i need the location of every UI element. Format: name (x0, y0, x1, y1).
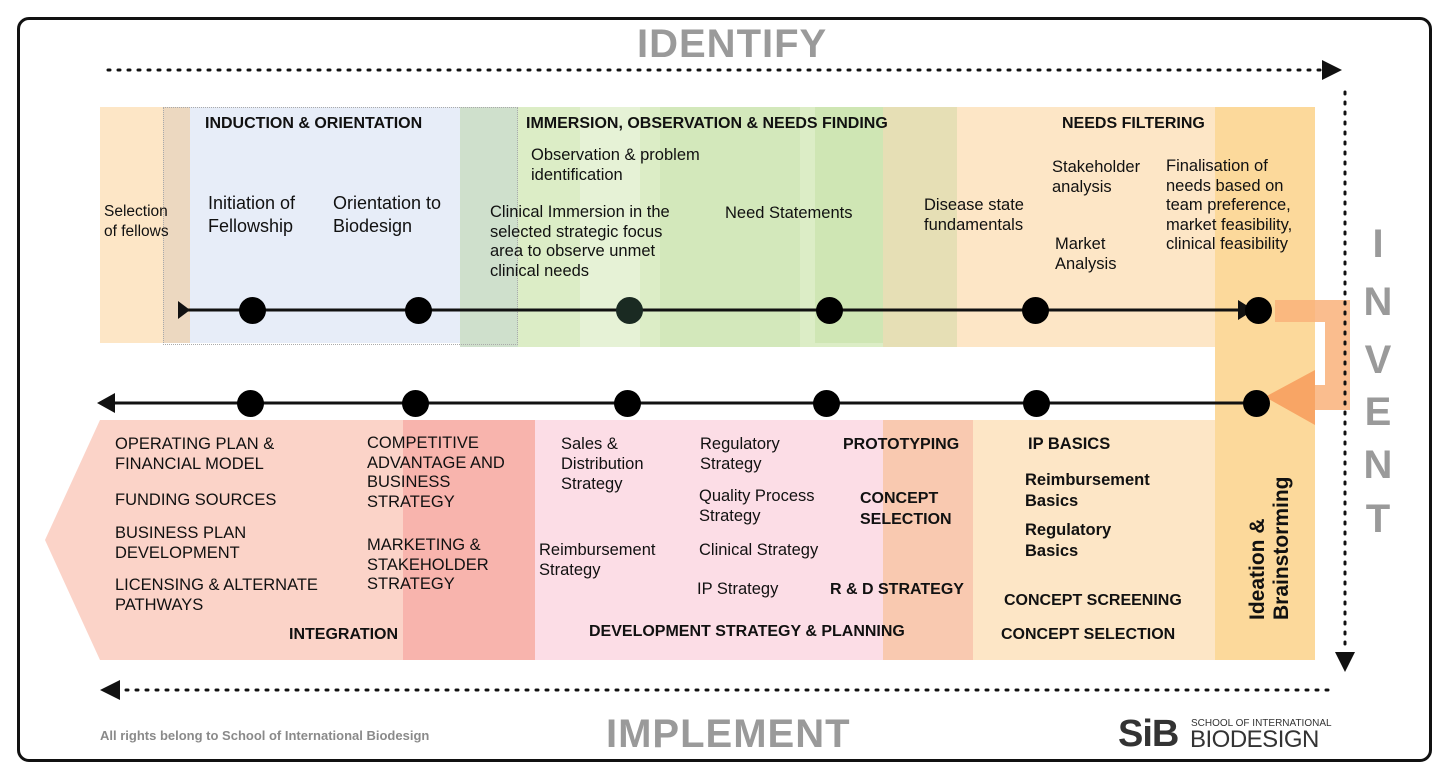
selection-of-fellows: Selection of fellows (104, 203, 169, 240)
connector-arrow (1275, 300, 1350, 410)
band-olive (883, 107, 957, 347)
band-concept (973, 420, 1215, 660)
logo-school-text: SCHOOL OF INTERNATIONAL (1191, 718, 1332, 729)
induction-dotted-border (163, 107, 518, 345)
milestone-dot (402, 390, 429, 417)
immersion-header: IMMERSION, OBSERVATION & NEEDS FINDING (526, 115, 888, 132)
implement-arrowhead (100, 680, 120, 700)
ip-strategy: IP Strategy (697, 580, 779, 598)
band-development (535, 420, 883, 660)
band-competitive (403, 420, 535, 660)
competitive-advantage: COMPETITIVE ADVANTAGE AND BUSINESS STRAT… (367, 434, 505, 511)
regulatory-basics: Regulatory Basics (1025, 521, 1112, 560)
milestone-dot (1243, 390, 1270, 417)
bottom-timeline-arrowhead (97, 393, 115, 413)
finalisation-of-needs: Finalisation of needs based on team pref… (1166, 157, 1293, 253)
development-header: DEVELOPMENT STRATEGY & PLANNING (589, 623, 905, 640)
clinical-strategy: Clinical Strategy (699, 541, 819, 559)
milestone-dot (614, 390, 641, 417)
copyright-text: All rights belong to School of Internati… (100, 728, 430, 743)
band-integration (100, 420, 403, 660)
invent-letter: T (1365, 497, 1391, 541)
ideation-label-box: Ideation & Brainstorming (1240, 440, 1300, 620)
milestone-dot (405, 297, 432, 324)
concept-selection-mid: CONCEPT SELECTION (860, 490, 952, 528)
top-timeline-start (178, 301, 190, 319)
quality-process-strategy: Quality Process Strategy (699, 487, 815, 525)
invent-letter: N (1363, 280, 1393, 324)
integration-header: INTEGRATION (289, 626, 399, 643)
band-overlap (163, 107, 190, 343)
invent-letter: I (1372, 222, 1384, 266)
marketing-stakeholder: MARKETING & STAKEHOLDER STRATEGY (367, 536, 489, 593)
diagram-frame (17, 17, 1432, 762)
integration-item: LICENSING & ALTERNATE PATHWAYS (115, 576, 318, 614)
invent-arrowhead (1335, 652, 1355, 672)
milestone-dot (237, 390, 264, 417)
integration-item: BUSINESS PLAN DEVELOPMENT (115, 524, 247, 562)
milestone-dot (1245, 297, 1272, 324)
invent-letter: E (1364, 390, 1392, 434)
logo-biodesign-text: BIODESIGN (1190, 726, 1319, 753)
milestone-dot (239, 297, 266, 324)
band-prototyping (883, 420, 973, 660)
reimbursement-basics: Reimbursement Basics (1025, 471, 1150, 510)
sib-logo-mark: SiB (1118, 713, 1179, 755)
bottom-band-arrowhead (45, 420, 100, 660)
milestone-dot (1023, 390, 1050, 417)
identify-title: IDENTIFY (637, 22, 828, 66)
band-transition (460, 107, 520, 347)
invent-letter: V (1364, 338, 1392, 382)
prototyping: PROTOTYPING (843, 436, 960, 453)
rd-strategy: R & D STRATEGY (830, 581, 964, 598)
invent-letter: N (1363, 443, 1393, 487)
initiation-of-fellowship: Initiation of Fellowship (208, 193, 296, 236)
ideation-brainstorming: Ideation & Brainstorming (1246, 476, 1293, 620)
integration-item: OPERATING PLAN & FINANCIAL MODEL (115, 435, 275, 473)
stakeholder-analysis: Stakeholder analysis (1052, 158, 1141, 196)
ip-basics: IP BASICS (1028, 435, 1111, 453)
sales-distribution: Sales & Distribution Strategy (561, 435, 644, 493)
disease-state-fundamentals: Disease state fundamentals (924, 196, 1024, 234)
clinical-immersion: Clinical Immersion in the selected strat… (490, 203, 670, 280)
milestone-dot (813, 390, 840, 417)
reimbursement-strategy: Reimbursement Strategy (539, 541, 656, 579)
orientation-to-biodesign: Orientation to Biodesign (333, 193, 442, 236)
milestone-dot (1022, 297, 1049, 324)
observation-problem-identification: Observation & problem identification (531, 146, 700, 184)
market-analysis: Market Analysis (1055, 235, 1117, 273)
concept-selection: CONCEPT SELECTION (1001, 626, 1176, 643)
concept-screening: CONCEPT SCREENING (1004, 592, 1182, 609)
implement-title: IMPLEMENT (606, 712, 851, 756)
induction-header: INDUCTION & ORIENTATION (205, 115, 423, 132)
need-statements: Need Statements (725, 204, 853, 222)
milestone-dot (816, 297, 843, 324)
regulatory-strategy: Regulatory Strategy (700, 435, 780, 473)
band-stripe (660, 107, 800, 347)
identify-arrowhead (1322, 60, 1342, 80)
connector-arrowhead (1265, 370, 1315, 425)
needs-filtering-header: NEEDS FILTERING (1062, 115, 1205, 132)
band-needs-filtering (957, 107, 1217, 347)
integration-item: FUNDING SOURCES (115, 491, 277, 509)
milestone-dot (616, 297, 643, 324)
